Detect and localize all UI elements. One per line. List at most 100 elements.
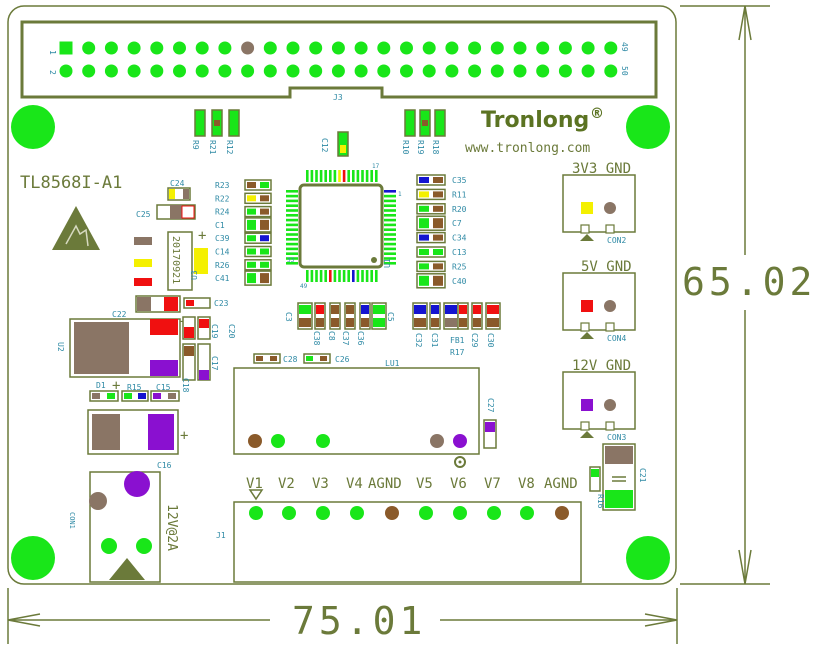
ref-u2: U2 [56, 342, 65, 352]
u1-pin [286, 238, 298, 241]
ref-label: C1 [215, 221, 225, 230]
con3-pin2 [604, 399, 616, 411]
smd-pad [433, 234, 443, 241]
j3-pin [104, 41, 118, 55]
smd-pad [331, 305, 339, 314]
j3-pin [581, 64, 595, 78]
smd-pad [260, 219, 269, 230]
j3-pin [604, 41, 618, 55]
u1-pin [384, 218, 396, 222]
j3-pin [558, 41, 572, 55]
u1-pin [338, 170, 341, 182]
ref-label: R17 [450, 348, 465, 357]
ref-label: C37 [341, 331, 350, 346]
u1-pin [384, 194, 396, 198]
j3-pin [150, 41, 164, 55]
j3-pin [127, 64, 141, 78]
smd-pad [331, 318, 339, 327]
con2-latch [580, 224, 590, 234]
smd-part [416, 246, 446, 258]
smd-part [244, 259, 272, 271]
smd-part [244, 245, 272, 258]
u1-qfp-chip: U1 1 17 33 49 [286, 163, 402, 290]
u1-pin [384, 223, 396, 227]
j1-label: V1 [246, 476, 263, 492]
j3-pin [82, 64, 96, 78]
j3-pin [286, 64, 300, 78]
ref-d1: D1 [96, 381, 106, 390]
ref-label: R22 [215, 194, 230, 203]
u1-pin [370, 170, 373, 182]
u1-pin [384, 247, 396, 251]
smd-pad [419, 263, 429, 270]
u1-pin [365, 170, 369, 182]
j3-pin [558, 64, 572, 78]
smd-pad [487, 318, 499, 327]
j3-pin [581, 41, 595, 55]
smd-pad [414, 318, 426, 327]
j1-label: AGND [368, 476, 402, 492]
j3-pin [331, 64, 345, 78]
c16-capacitor: + C16 [87, 409, 188, 470]
ref-label: C3 [284, 312, 293, 322]
smd-pad [346, 318, 354, 327]
u1-pin [352, 270, 355, 282]
ref-label: C29 [470, 333, 479, 348]
smd-pad [431, 305, 439, 314]
con3-latch [605, 421, 615, 431]
con3-label: 12V GND [572, 358, 631, 374]
u1-pin [375, 170, 378, 182]
j3-pin [536, 64, 550, 78]
j3-pin [513, 41, 527, 55]
cap-stack-c17-c20: C20 C19 C17 C18 [181, 316, 236, 393]
j3-pin [513, 64, 527, 78]
u1-pin [356, 170, 360, 182]
con2-pin1-marker [580, 234, 594, 241]
u1-pin [319, 270, 323, 282]
c21-capacitor: C21 [602, 443, 647, 511]
ref-label: R20 [452, 205, 467, 214]
u1-pin [286, 194, 298, 198]
u1-pin [286, 204, 298, 207]
u1-pin [352, 170, 355, 182]
j3-pin [195, 64, 209, 78]
u1-pin [286, 190, 298, 193]
smd-pad [433, 275, 443, 286]
ref-c17: C17 [210, 356, 219, 371]
u1-pin [356, 270, 360, 282]
j3-pin1-label: 1 [48, 50, 57, 55]
smd-pad [433, 218, 443, 229]
j1-pin [385, 506, 399, 520]
smd-pad [433, 177, 443, 183]
j1-pin [555, 506, 569, 520]
ref-c27: C27 [486, 398, 495, 413]
u1-pin [347, 170, 350, 182]
u1-pin [286, 252, 298, 255]
j3-pin [604, 64, 618, 78]
j1-pin [487, 506, 501, 520]
smd-pad [299, 318, 311, 327]
ref-label: C34 [452, 234, 467, 243]
j3-pin [400, 41, 413, 55]
j1-pin [316, 506, 330, 520]
j1-label: V6 [450, 476, 467, 492]
smd-pad [260, 182, 269, 188]
smd-pad [260, 208, 269, 215]
u1-pin [329, 270, 332, 282]
j3-pin [150, 64, 164, 78]
j3-pin [468, 41, 482, 55]
smd-part [429, 302, 441, 330]
smd-pad [445, 318, 457, 327]
ref-r21: R21 [208, 140, 217, 155]
smd-pad [487, 305, 499, 314]
j1-pin [282, 506, 296, 520]
j3-pin2-label: 2 [48, 70, 57, 75]
ref-r10: R10 [401, 140, 410, 155]
smd-pad [414, 305, 426, 314]
u1-pin [384, 199, 396, 203]
smd-pad [433, 263, 443, 270]
j3-pin [82, 41, 96, 55]
u1-pin [333, 170, 337, 182]
smd-pad [247, 195, 256, 202]
